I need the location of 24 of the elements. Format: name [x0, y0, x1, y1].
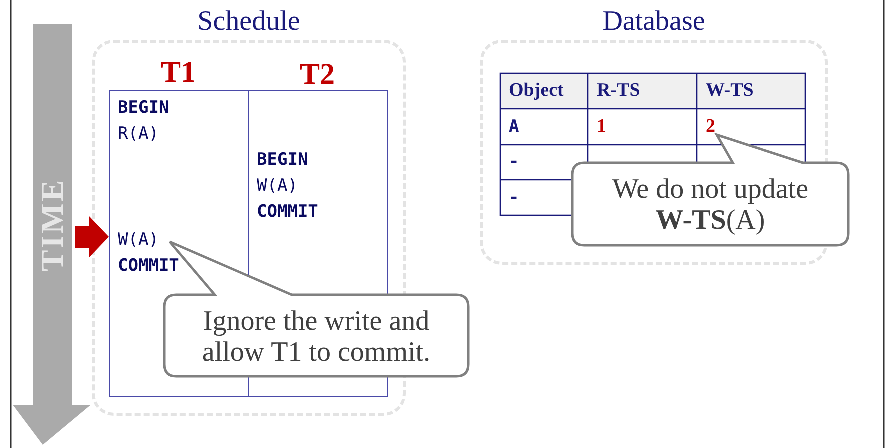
operation-text: COMMIT	[118, 255, 180, 277]
table-value: 1	[597, 115, 606, 139]
callout-text: Ignore the write and allow T1 to commit.	[201, 306, 432, 368]
speech-bubble	[571, 133, 850, 247]
column-heading: T1	[160, 56, 197, 90]
operation-text: BEGIN	[118, 97, 170, 119]
column-header: W-TS	[706, 79, 754, 103]
operation-text: W(A)	[257, 175, 298, 197]
table-value: -	[509, 151, 520, 174]
axis-label: TIME	[35, 178, 69, 272]
column-heading: T2	[298, 58, 336, 92]
table-value: A	[509, 116, 520, 139]
operation-text: COMMIT	[257, 201, 318, 223]
group-title: Database	[602, 5, 706, 39]
table-value: 2	[706, 115, 716, 139]
operation-text: W(A)	[118, 229, 159, 251]
column-header: Object	[509, 79, 564, 103]
column-header: R-TS	[597, 79, 640, 103]
operation-text: BEGIN	[257, 149, 308, 171]
callout-text: We do not update W-TS(A)	[611, 174, 810, 236]
table-value: -	[509, 187, 520, 210]
group-title: Schedule	[196, 5, 302, 39]
operation-text: R(A)	[118, 123, 159, 145]
arrow	[75, 216, 109, 258]
